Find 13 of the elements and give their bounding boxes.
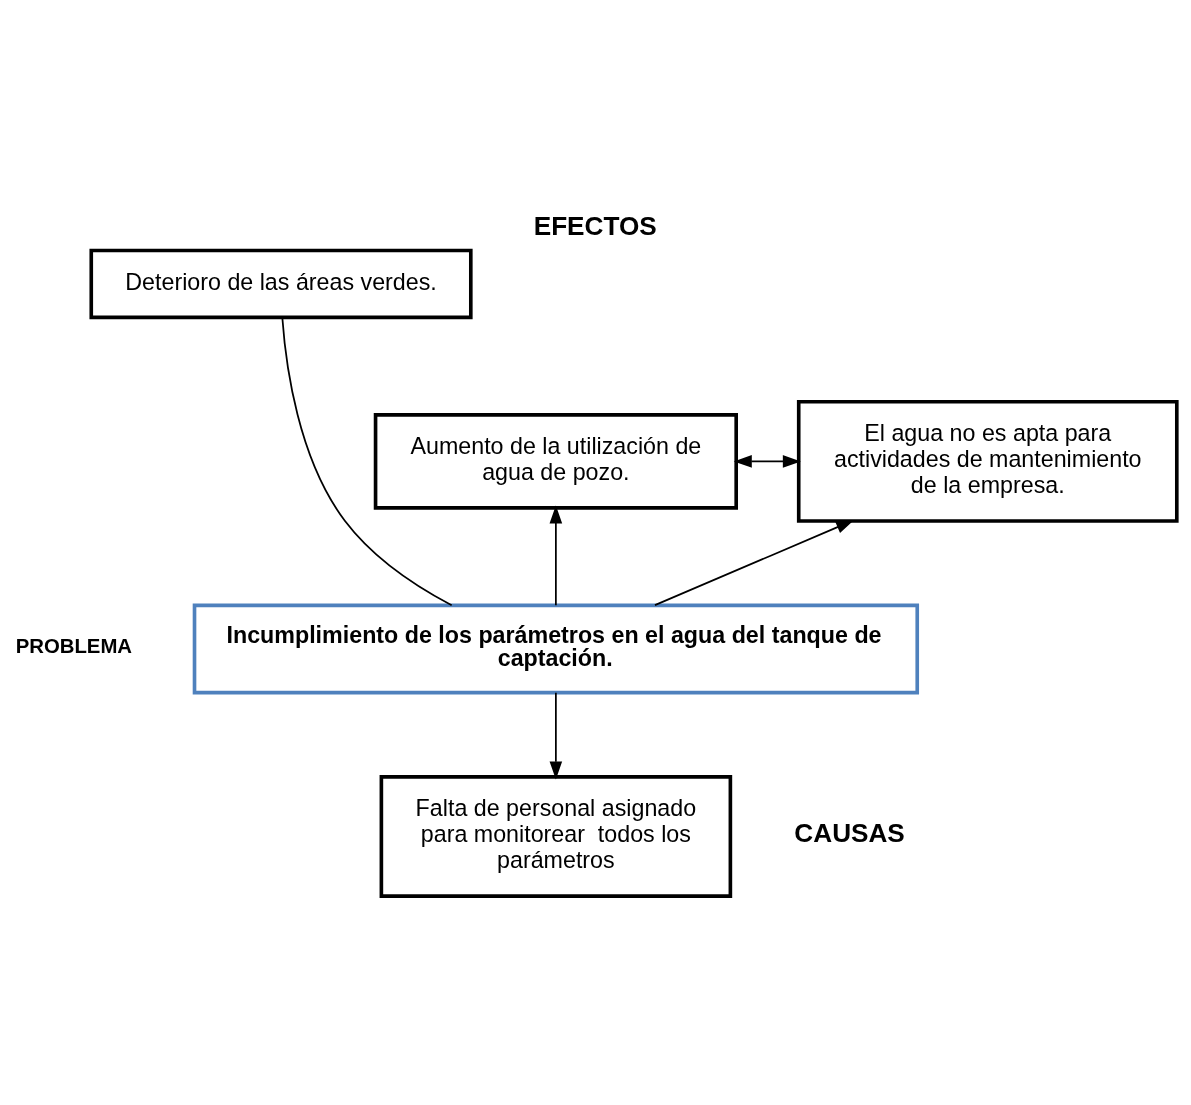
label: CAUSAS — [794, 817, 905, 848]
node-box: Deterioro de las áreas verdes. — [89, 248, 473, 319]
arrow — [549, 691, 563, 779]
node-box: Incumplimiento de los parámetros en el agua del tanque de captación. — [192, 603, 920, 694]
arrow — [549, 504, 563, 606]
diagram-title: EFECTOS — [533, 210, 657, 241]
node-label: PROBLEMA — [15, 634, 133, 657]
arrow — [733, 454, 801, 468]
node-box: Falta de personal asignado para monitorear todos los parámetros — [379, 774, 733, 898]
arrow — [654, 519, 855, 606]
connector — [281, 316, 453, 606]
node-box: El agua no es apta para actividades de mantenimiento de la empresa. — [796, 399, 1179, 523]
node-box: Aumento de la utilización de agua de pozo. — [373, 412, 738, 510]
